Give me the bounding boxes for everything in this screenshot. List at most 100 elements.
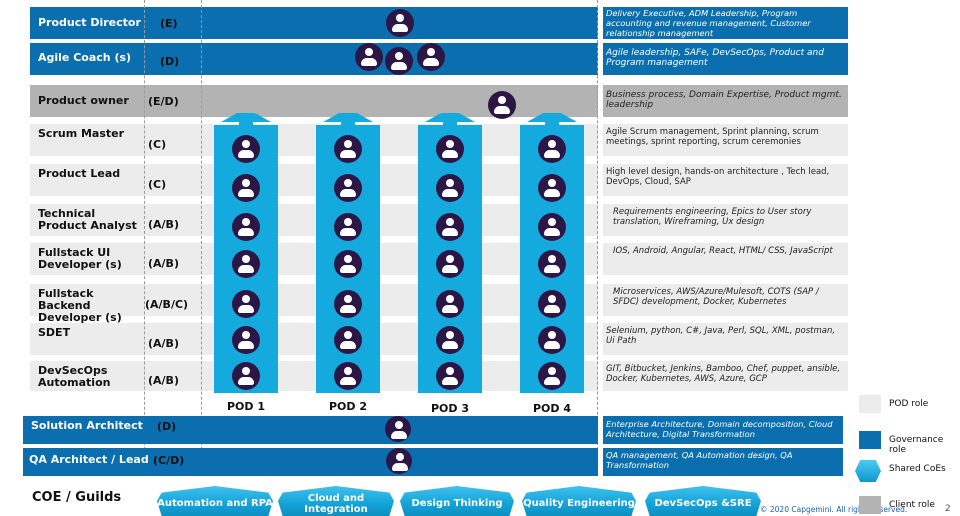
avatar-icon: [334, 290, 362, 318]
avatar-icon: [538, 290, 566, 318]
pod-row-description: IOS, Android, Angular, React, HTML/ CSS,…: [603, 243, 848, 275]
role-description: Enterprise Architecture, Domain decompos…: [606, 419, 833, 439]
avatar-icon: [538, 174, 566, 202]
role-description: QA management, QA Automation design, QA …: [606, 450, 793, 470]
legend-label: POD role: [889, 399, 929, 409]
desc-product-director: Delivery Executive, ADM Leadership, Prog…: [603, 7, 848, 39]
avatar-icon: [334, 135, 362, 163]
row-qa-architect: QA Architect / Lead (C/D): [23, 448, 598, 476]
pod-title: POD 3: [430, 402, 470, 415]
legend-swatch: [855, 460, 881, 482]
pod-row: SDET(A/B): [30, 323, 598, 355]
pod-row: Fullstack Backend Developer (s) (A/B/C): [30, 284, 598, 324]
role-label: SDET: [38, 326, 71, 339]
role-level: (C): [148, 138, 167, 151]
pod-title: POD 2: [328, 400, 368, 413]
avatar-icon: [334, 213, 362, 241]
role-description: Microservices, AWS/Azure/Mulesoft, COTS …: [613, 287, 819, 307]
avatar-icon: [385, 416, 411, 442]
role-label: Product Director: [38, 16, 141, 29]
avatar-icon: [386, 448, 412, 474]
avatar-icon: [538, 362, 566, 390]
legend-label: Shared CoEs: [889, 464, 946, 474]
role-label: QA Architect / Lead: [29, 453, 149, 466]
role-label: Scrum Master: [38, 127, 125, 140]
role-description: Agile leadership, SAFe, DevSecOps, Produ…: [606, 48, 824, 68]
role-description: High level design, hands-on architecture…: [606, 167, 830, 187]
avatar-icon: [538, 326, 566, 354]
pod-row: DevSecOps Automation (A/B): [30, 361, 598, 391]
role-label: Fullstack Backend Developer (s): [38, 287, 122, 324]
row-product-director: Product Director (E): [30, 7, 598, 39]
arrow-shaft: [239, 121, 253, 126]
legend-swatch: [859, 496, 881, 514]
role-level: (C): [148, 178, 167, 191]
arrow-shaft: [545, 121, 559, 126]
avatar-icon: [232, 135, 260, 163]
pod-row-description: High level design, hands-on architecture…: [603, 164, 848, 196]
pod-title: POD 1: [226, 400, 266, 413]
coe-item[interactable]: Design Thinking: [400, 486, 514, 516]
role-label: DevSecOps Automation: [38, 364, 111, 389]
arrow-up-icon: [527, 113, 577, 122]
desc-qa-architect: QA management, QA Automation design, QA …: [603, 448, 843, 476]
avatar-icon: [334, 250, 362, 278]
role-level: (A/B): [148, 374, 179, 387]
row-product-owner: Product owner (E/D): [30, 85, 598, 119]
role-level: (E/D): [148, 95, 179, 108]
avatar-icon: [232, 326, 260, 354]
pod-row: Scrum Master (C): [30, 124, 598, 156]
avatar-icon: [355, 43, 383, 71]
avatar-icon: [436, 135, 464, 163]
divider: [597, 0, 598, 470]
row-solution-architect: Solution Architect (D): [23, 416, 598, 444]
avatar-icon: [538, 213, 566, 241]
pod-row-description: Requirements engineering, Epics to User …: [603, 204, 848, 236]
legend-swatch: [859, 431, 881, 449]
pod-row: Technical Product Analyst (A/B): [30, 204, 598, 236]
role-level: (A/B): [148, 218, 179, 231]
avatar-icon: [538, 250, 566, 278]
desc-solution-architect: Enterprise Architecture, Domain decompos…: [603, 416, 843, 444]
role-description: IOS, Android, Angular, React, HTML/ CSS,…: [613, 246, 833, 256]
avatar-icon: [232, 174, 260, 202]
role-level: (D): [160, 55, 180, 68]
legend-label: Governance role: [889, 435, 944, 455]
coe-item[interactable]: Quality Engineering: [522, 486, 636, 516]
avatar-icon: [334, 362, 362, 390]
avatar-icon: [334, 326, 362, 354]
avatar-icon: [436, 250, 464, 278]
role-label: Agile Coach (s): [38, 51, 132, 64]
pod-row-description: GIT, Bitbucket, Jenkins, Bamboo, Chef, p…: [603, 361, 848, 391]
role-level: (D): [157, 420, 177, 433]
role-description: GIT, Bitbucket, Jenkins, Bamboo, Chef, p…: [606, 364, 841, 384]
legend-label: Client role: [889, 500, 935, 510]
pod-row-description: Microservices, AWS/Azure/Mulesoft, COTS …: [603, 284, 848, 316]
avatar-icon: [436, 213, 464, 241]
arrow-up-icon: [323, 113, 373, 122]
row-agile-coach: Agile Coach (s) (D): [30, 43, 598, 75]
role-level: (A/B/C): [145, 298, 189, 311]
pod-title: POD 4: [532, 402, 572, 415]
avatar-icon: [436, 362, 464, 390]
avatar-icon: [386, 9, 414, 37]
coe-item[interactable]: Automation and RPA: [157, 486, 273, 516]
avatar-icon: [488, 91, 516, 119]
avatar-icon: [385, 47, 413, 75]
copyright: © 2020 Capgemini. All rights reserved.: [760, 505, 908, 514]
avatar-icon: [436, 326, 464, 354]
role-label: Fullstack UI Developer (s): [38, 246, 122, 271]
avatar-icon: [232, 290, 260, 318]
role-label: Technical Product Analyst: [38, 207, 137, 232]
avatar-icon: [436, 174, 464, 202]
role-level: (A/B): [148, 257, 179, 270]
pod-row: Fullstack UI Developer (s) (A/B): [30, 243, 598, 275]
role-label: Solution Architect: [31, 419, 143, 432]
role-label: Product owner: [38, 94, 129, 107]
arrow-shaft: [443, 121, 457, 126]
arrow-up-icon: [221, 113, 271, 122]
coe-item[interactable]: Cloud and Integration: [278, 486, 394, 516]
pod-row-description: Selenium, python, C#, Java, Perl, SQL, X…: [603, 323, 848, 355]
avatar-icon: [334, 174, 362, 202]
coe-item[interactable]: DevSecOps &SRE: [645, 486, 761, 516]
